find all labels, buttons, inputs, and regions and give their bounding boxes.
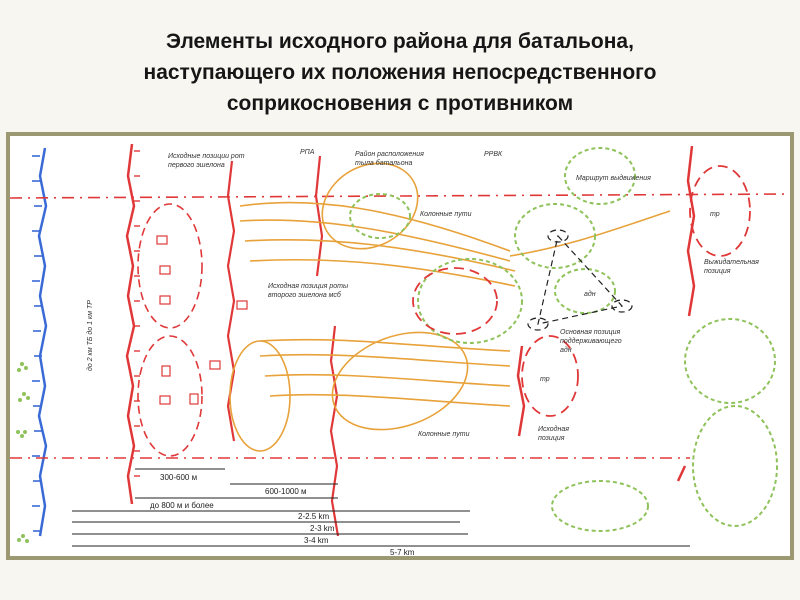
label-main-position-1: Основная позиция: [560, 329, 620, 336]
label-initial-position-2: позиция: [538, 435, 565, 442]
label-rear-area-1: Район расположения: [355, 150, 424, 158]
label-first-echelon-1: Исходные позиции рот: [168, 152, 245, 160]
forest-areas: [349, 147, 778, 532]
label-rear-area-2: тыла батальона: [355, 159, 413, 167]
label-column-paths-bottom: Колонные пути: [418, 431, 470, 438]
label-initial-position-1: Исходная: [538, 425, 569, 433]
label-dist-600-1000: 600-1000 м: [265, 487, 307, 496]
label-rrvk: РРВК: [484, 151, 503, 158]
tactical-map: Исходные позиции рот первого эшелона РПА…: [9, 136, 791, 557]
far-right-line: [516, 145, 696, 482]
label-dist-800: до 800 м и более: [150, 501, 214, 510]
label-column-paths-top: Колонные пути: [420, 211, 472, 218]
slide-title: Элементы исходного района для батальона,…: [0, 26, 800, 119]
company-symbols: [156, 235, 248, 405]
enemy-forest: [16, 362, 30, 543]
label-pull-out-1: Выжидательная: [704, 258, 759, 266]
label-vertical-distance: до 2 км ТБ до 1 км ТР: [86, 300, 94, 371]
label-dist-2-3: 2-3 km: [310, 524, 335, 533]
label-route: Маршрут выдвижения: [576, 174, 651, 182]
label-pull-out-2: позиция: [704, 268, 731, 275]
own-front-line: [125, 143, 140, 505]
label-dist-2-2-5: 2-2.5 km: [298, 512, 329, 521]
label-tr-top: тр: [710, 211, 720, 218]
first-echelon-companies: [137, 203, 203, 457]
label-dist-300-600: 300-600 м: [160, 473, 197, 482]
label-first-echelon-2: первого эшелона: [168, 162, 225, 169]
label-dist-3-4: 3-4 km: [304, 536, 329, 545]
label-main-position-3: адн: [560, 346, 572, 354]
boundary-lines: [9, 193, 791, 459]
tank-reserve-positions: [412, 165, 751, 417]
distance-lines: [72, 468, 690, 547]
artillery-triangle: [527, 229, 633, 331]
distance-labels: 300-600 м 600-1000 м до 800 м и более 2-…: [150, 473, 415, 557]
label-adn: адн: [584, 290, 596, 298]
title-line-2: наступающего их положения непосредственн…: [143, 61, 657, 84]
title-line-3: соприкосновения с противником: [226, 92, 574, 115]
map-drawing: Исходные позиции рот первого эшелона РПА…: [9, 143, 791, 557]
rear-area-paths: [229, 162, 671, 452]
map-frame: Исходные позиции рот первого эшелона РПА…: [6, 132, 794, 560]
label-tr-mid: тр: [540, 376, 550, 383]
enemy-line: [32, 147, 48, 537]
label-second-echelon-2: второго эшелона мсб: [268, 291, 342, 299]
title-line-1: Элементы исходного района для батальона,: [166, 30, 634, 53]
label-rpa: РПА: [300, 149, 315, 156]
map-labels: Исходные позиции рот первого эшелона РПА…: [86, 149, 759, 442]
label-main-position-2: поддерживающего: [560, 337, 622, 345]
label-dist-5-7: 5-7 km: [390, 548, 415, 556]
label-second-echelon-1: Исходная позиция роты: [268, 282, 349, 290]
